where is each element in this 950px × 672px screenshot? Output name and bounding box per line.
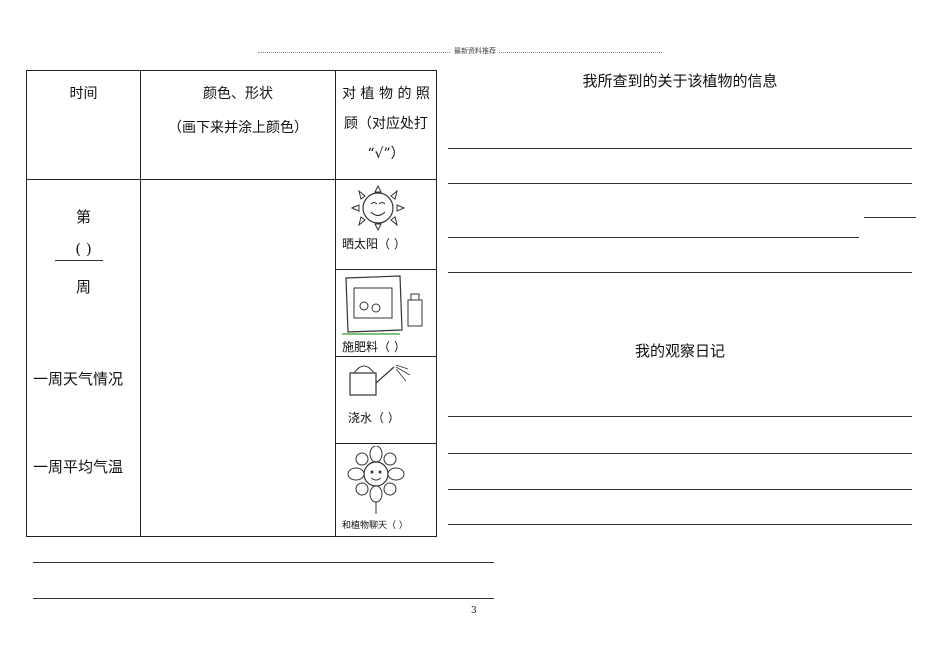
header-care-line2: 顾（对应处打 bbox=[344, 116, 428, 132]
flower-icon bbox=[347, 446, 405, 514]
page-number: 3 bbox=[471, 606, 477, 616]
header-time-cell: 时间 bbox=[26, 70, 141, 180]
writing-line bbox=[33, 598, 494, 599]
info-line bbox=[448, 183, 912, 184]
info-line bbox=[864, 217, 916, 218]
care-label-fertilizer: 施肥料（ ） bbox=[342, 340, 406, 354]
care-label-sun: 晒太阳（ ） bbox=[342, 237, 406, 251]
avg-temp-label: 一周平均气温 bbox=[33, 458, 124, 476]
header-time: 时间 bbox=[69, 86, 98, 102]
watering-can-icon bbox=[349, 364, 411, 396]
header-color-note: （画下来并涂上颜色） bbox=[168, 120, 308, 136]
fertilizer-icon bbox=[342, 275, 423, 335]
info-line bbox=[448, 237, 859, 238]
info-line bbox=[448, 148, 912, 149]
care-label-chat: 和植物聊天（ ） bbox=[342, 521, 408, 531]
observation-table: 时间 颜色、形状 （画下来并涂上颜色） 对 植 物 的 照 顾（对应处打 “√”… bbox=[26, 70, 437, 537]
time-cell: 第 ( ) 周 一周天气情况 一周平均气温 bbox=[26, 179, 141, 537]
header-color-cell: 颜色、形状 （画下来并涂上颜色） bbox=[140, 70, 336, 180]
care-row-chat: 和植物聊天（ ） bbox=[335, 443, 437, 537]
drawing-area[interactable] bbox=[140, 179, 336, 537]
care-row-fertilizer: 施肥料（ ） bbox=[335, 269, 437, 357]
diary-title: 我的观察日记 bbox=[634, 342, 725, 360]
writing-line bbox=[33, 562, 494, 563]
header-care-line1: 对 植 物 的 照 bbox=[342, 86, 430, 102]
header-color: 颜色、形状 bbox=[203, 86, 273, 102]
header-care-line3: “√”） bbox=[367, 146, 405, 162]
week-underline bbox=[55, 260, 103, 261]
week-blank: ( ) bbox=[75, 240, 92, 258]
diary-line bbox=[448, 524, 912, 525]
week-prefix: 第 bbox=[75, 208, 91, 226]
week-suffix: 周 bbox=[75, 278, 91, 296]
care-label-water: 浇水（ ） bbox=[348, 411, 400, 425]
diary-line bbox=[448, 453, 912, 454]
diary-line bbox=[448, 416, 912, 417]
info-title: 我所查到的关于该植物的信息 bbox=[582, 72, 778, 90]
sun-icon bbox=[350, 184, 406, 232]
care-row-water: 浇水（ ） bbox=[335, 356, 437, 444]
info-line bbox=[448, 272, 912, 273]
header-care-cell: 对 植 物 的 照 顾（对应处打 “√”） bbox=[335, 70, 437, 180]
weather-label: 一周天气情况 bbox=[33, 370, 124, 388]
header-text: 最新资料推荐 bbox=[0, 46, 950, 56]
care-row-sun: 晒太阳（ ） bbox=[335, 179, 437, 270]
diary-line bbox=[448, 489, 912, 490]
